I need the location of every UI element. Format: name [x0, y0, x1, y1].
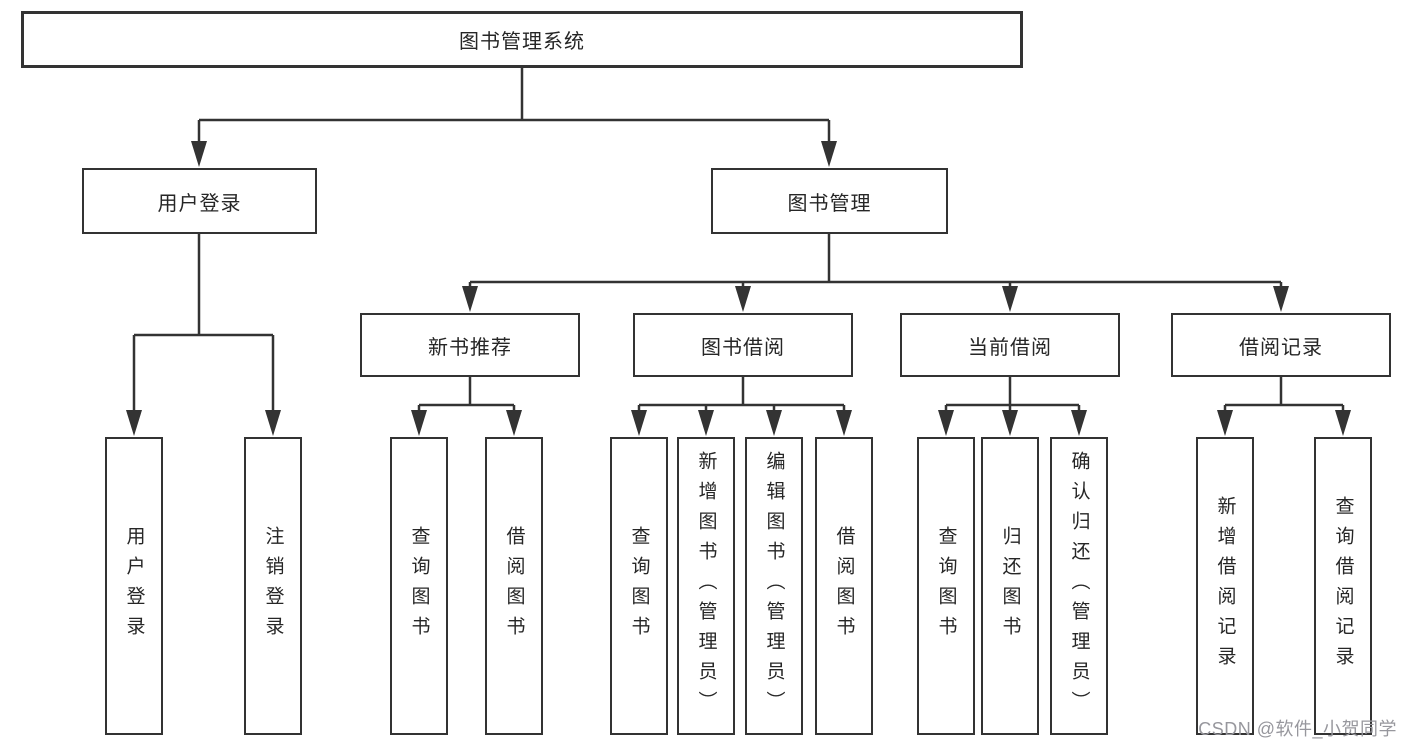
leaf-user-login: 用户登录: [105, 437, 163, 735]
leaf-return-books: 归还图书: [981, 437, 1039, 735]
arrowheads: [126, 141, 1351, 436]
leaf-add-borrow-record: 新增借阅记录: [1196, 437, 1254, 735]
leaf-query-books: 查询图书: [390, 437, 448, 735]
watermark: CSDN @软件_小贺同学: [1198, 719, 1397, 739]
leaf-borrow-books: 借阅图书: [815, 437, 873, 735]
leaf-query-borrow-record: 查询借阅记录: [1314, 437, 1372, 735]
leaf-query-books: 查询图书: [917, 437, 975, 735]
node-current-borrowing: 当前借阅: [900, 313, 1120, 377]
node-borrowing-records: 借阅记录: [1171, 313, 1391, 377]
leaf-query-books: 查询图书: [610, 437, 668, 735]
leaf-confirm-return-admin: 确认归还（管理员）: [1050, 437, 1108, 735]
leaf-logout: 注销登录: [244, 437, 302, 735]
leaf-edit-books-admin: 编辑图书（管理员）: [745, 437, 803, 735]
leaf-add-books-admin: 新增图书（管理员）: [677, 437, 735, 735]
node-book-management: 图书管理: [711, 168, 948, 234]
node-library-management-system: 图书管理系统: [21, 11, 1023, 68]
leaf-borrow-books: 借阅图书: [485, 437, 543, 735]
node-new-book-recommend: 新书推荐: [360, 313, 580, 377]
node-user-login: 用户登录: [82, 168, 317, 234]
node-book-borrowing: 图书借阅: [633, 313, 853, 377]
